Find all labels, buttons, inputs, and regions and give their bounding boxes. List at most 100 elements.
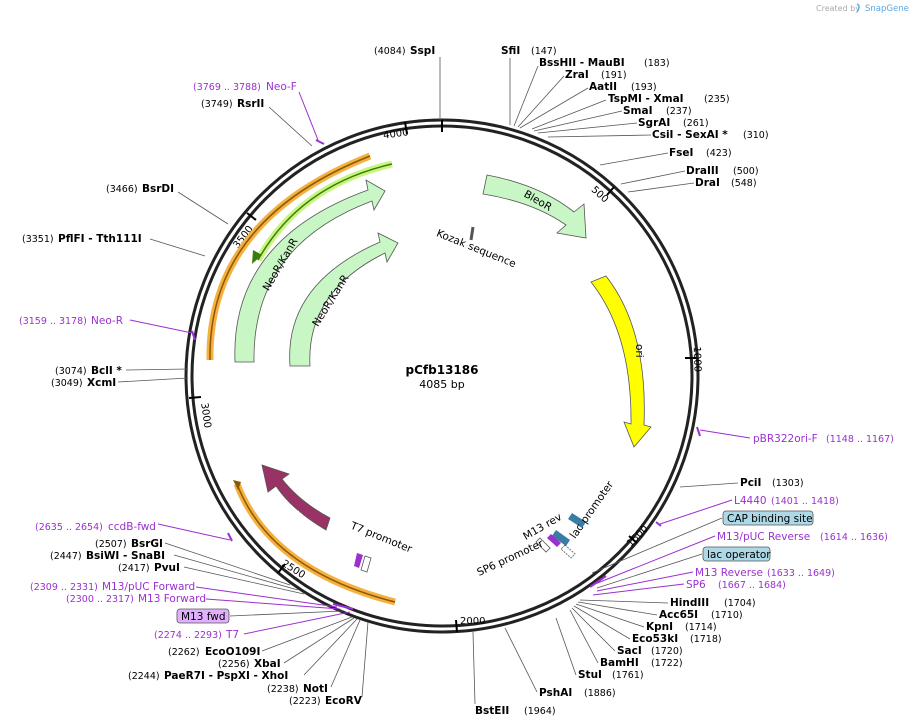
enzyme-pos-noti: (2238) [267, 684, 299, 695]
enzyme-pos-csii: (310) [743, 130, 769, 141]
snapgene-logo-icon [856, 3, 860, 13]
m13-fwd-box[interactable] [176, 608, 230, 624]
primer-name-m13puc-forward: M13/pUC Forward [102, 581, 195, 593]
plasmid-length: 4085 bp [419, 378, 464, 391]
primer-pos-pbr322ori-f: (1148 .. 1167) [826, 434, 894, 445]
enzyme-name-tspmi: TspMI - XmaI [608, 93, 684, 105]
neor-kanr-outer-feature[interactable] [234, 179, 386, 363]
enzyme-pos-ecorv: (2223) [289, 696, 321, 707]
enzyme-pos-eco0109i: (2262) [168, 647, 200, 658]
ori-label: ori [633, 344, 645, 358]
tick-1000: 1000 [691, 346, 703, 372]
enzyme-pos-drai: (548) [731, 178, 757, 189]
pbr322ori-f-tick [696, 426, 701, 437]
enzyme-name-xcmi: XcmI [87, 377, 116, 389]
enzyme-name-ecorv: EcoRV [325, 695, 363, 707]
enzyme-pos-bcli: (3074) [55, 366, 87, 377]
credit-text: Created by [816, 4, 860, 13]
enzyme-name-rsrii: RsrII [237, 98, 264, 110]
tick-4000: 4000 [383, 127, 410, 141]
neo-f-tick [315, 139, 325, 145]
primer-name-neo-r: Neo-R [91, 315, 123, 327]
cap-binding-site-label: CAP binding site [727, 513, 813, 525]
neo-highlight-line [209, 155, 371, 361]
enzyme-pos-hindiii: (1704) [724, 598, 756, 609]
enzyme-pos-sfii: (147) [531, 46, 557, 57]
enzyme-name-saci: SacI [617, 645, 642, 657]
primer-pos-ccdb-fwd: (2635 .. 2654) [35, 522, 103, 533]
enzyme-name-aatii: AatII [589, 81, 617, 93]
lac-operator-label: lac operator [707, 549, 771, 561]
lac-promoter-label: lac promoter [568, 478, 617, 540]
enzyme-name-smai: SmaI [623, 105, 653, 117]
primer-name-pbr322ori-f: pBR322ori-F [753, 433, 818, 445]
lac-operator-box[interactable] [702, 546, 771, 562]
ori-feature[interactable] [590, 275, 652, 448]
enzyme-pos-aatii: (193) [631, 82, 657, 93]
enzyme-name-acc65i: Acc65I [659, 609, 698, 621]
plasmid-name: pCfb13186 [406, 363, 479, 377]
enzyme-pos-pvui: (2417) [118, 563, 150, 574]
primer-pos-neo-r: (3159 .. 3178) [19, 316, 87, 327]
enzyme-pos-bsiwi: (2447) [50, 551, 82, 562]
primer-pos-t7: (2274 .. 2293) [154, 630, 222, 641]
enzyme-name-eco0109i: EcoO109I [205, 646, 260, 658]
t7-promoter-arrow [360, 555, 372, 573]
primer-name-m13puc-reverse: M13/pUC Reverse [717, 531, 810, 543]
tick-2000: 2000 [460, 616, 485, 627]
ccdb-feature[interactable] [261, 464, 331, 531]
enzyme-name-stui: StuI [578, 669, 602, 681]
enzyme-name-csii: CsiI - SexAI * [652, 129, 728, 141]
kozak-marker [469, 226, 475, 241]
enzyme-pos-bsshii: (183) [644, 58, 670, 69]
enzyme-name-sgrai: SgrAI [638, 117, 670, 129]
enzyme-pos-smai: (237) [666, 106, 692, 117]
primer-pos-m13puc-reverse: (1614 .. 1636) [820, 532, 888, 543]
ccdb-highlight-arrowhead [233, 480, 241, 490]
primer-name-t7: T7 [225, 629, 239, 641]
enzyme-pos-acc65i: (1710) [711, 610, 743, 621]
enzyme-name-kpni: KpnI [646, 621, 673, 633]
enzyme-pos-kpni: (1714) [685, 622, 717, 633]
enzyme-name-paer7i: PaeR7I - PspXI - XhoI [164, 670, 288, 682]
enzyme-pos-saci: (1720) [651, 646, 683, 657]
lac-operator-marker [552, 530, 570, 546]
enzyme-pos-eco53ki: (1718) [690, 634, 722, 645]
enzyme-pos-stui: (1761) [612, 670, 644, 681]
credit-brand: SnapGene [865, 4, 909, 14]
ccdb-fwd-tick [227, 532, 233, 542]
enzyme-name-pcii: PciI [740, 477, 761, 489]
primer-name-sp6: SP6 [686, 579, 706, 591]
t7-promoter-label: T7 promoter [348, 519, 414, 555]
enzyme-pos-bamhi: (1722) [651, 658, 683, 669]
enzyme-pos-rsrii: (3749) [201, 99, 233, 110]
m13-rev-marker [547, 534, 561, 547]
enzyme-pos-zrai: (191) [601, 70, 627, 81]
enzyme-pos-xbai: (2256) [218, 659, 250, 670]
primer-pos-neo-f: (3769 .. 3788) [193, 82, 261, 93]
enzyme-pos-sspi: (4084) [374, 46, 406, 57]
m13-fwd-tick [332, 603, 354, 610]
kozak-label: Kozak sequence [435, 227, 518, 270]
m13-fwd-label: M13 fwd [181, 611, 226, 623]
bleor-feature[interactable] [482, 174, 587, 239]
enzyme-name-bamhi: BamHI [600, 657, 639, 669]
neor-kanr-inner-feature[interactable] [289, 232, 399, 367]
enzyme-name-eco53ki: Eco53kI [632, 633, 678, 645]
enzyme-name-bsshii: BssHII - MauBI [539, 57, 625, 69]
neo-r-tick [191, 330, 196, 341]
enzyme-name-bsrdi: BsrDI [142, 183, 174, 195]
enzyme-name-draiii: DraIII [686, 165, 719, 177]
enzyme-name-bsteii: BstEII [475, 705, 509, 717]
m13-rev-tick [589, 575, 607, 588]
lac-promoter-arrow [560, 544, 576, 559]
enzyme-name-pshai: PshAI [539, 687, 572, 699]
cap-binding-site-box[interactable] [722, 510, 814, 526]
enzyme-name-bcli: BclI * [91, 365, 122, 377]
enzyme-pos-bsrdi: (3466) [106, 184, 138, 195]
enzyme-name-drai: DraI [695, 177, 720, 189]
cap-site-marker [568, 513, 586, 528]
enzyme-name-hindiii: HindIII [670, 597, 709, 609]
primer-name-m13-reverse: M13 Reverse [695, 567, 763, 579]
